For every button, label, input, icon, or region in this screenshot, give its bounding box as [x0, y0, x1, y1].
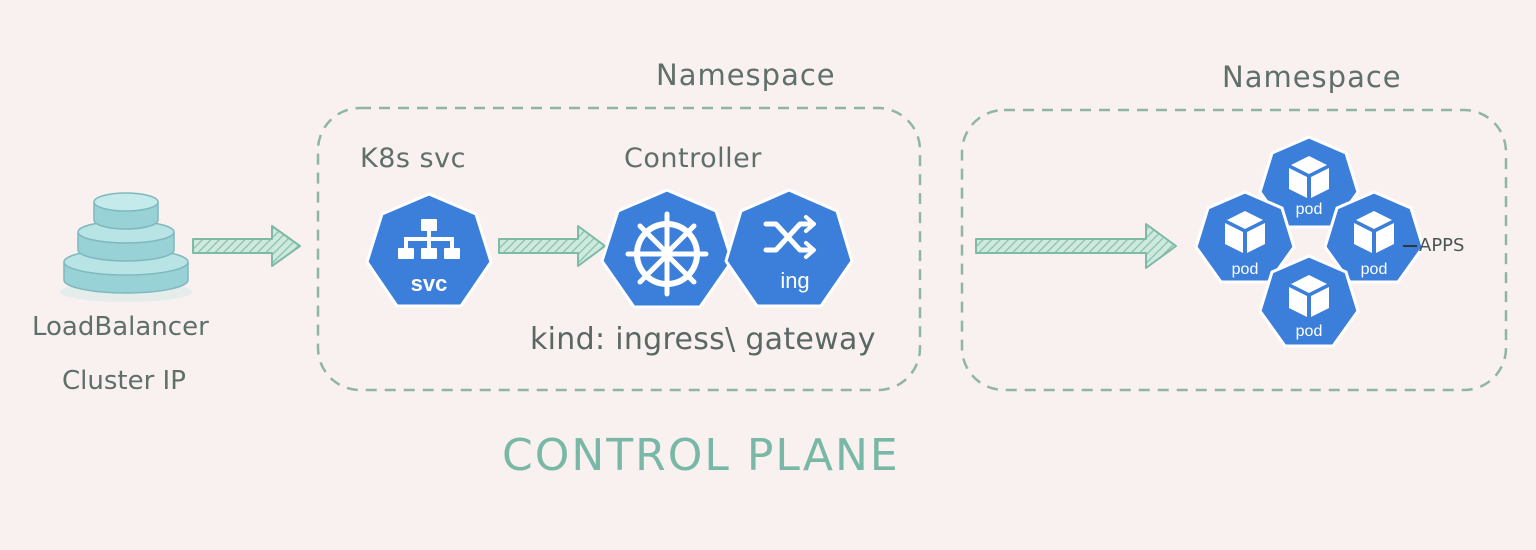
- arrow-svc-to-controller: [498, 225, 606, 267]
- control-plane-label: CONTROL PLANE: [502, 430, 900, 481]
- pod-right: pod: [1323, 190, 1425, 284]
- svc-heptagon: svc: [365, 192, 493, 308]
- pod-badge-text: pod: [1361, 261, 1388, 278]
- controller-heptagon: [600, 188, 734, 309]
- ingress-heptagon: ing: [724, 188, 854, 308]
- namespace-left-title: Namespace: [656, 58, 836, 92]
- kind-ingress-gateway-label: kind: ingress\ gateway: [530, 322, 876, 357]
- namespace-box-left: [316, 106, 922, 392]
- namespace-box-right: [960, 108, 1508, 392]
- ingress-badge-text: ing: [780, 268, 809, 293]
- cluster-ip-label: Cluster IP: [62, 366, 186, 396]
- shuffle-icon: [763, 215, 816, 259]
- pod-bottom: pod: [1258, 254, 1360, 348]
- pod-left: pod: [1194, 190, 1296, 284]
- arrow-lb-to-svc: [192, 225, 301, 267]
- stacked-disks-icon: [60, 192, 192, 302]
- apps-label: APPS: [1419, 235, 1465, 256]
- loadbalancer-label: LoadBalancer: [32, 312, 209, 342]
- kubernetes-helm-icon: [625, 211, 709, 297]
- arrow-controller-to-pods: [975, 223, 1177, 269]
- cube-icon: [1289, 156, 1329, 198]
- pod-top: pod: [1258, 135, 1360, 229]
- cube-icon: [1354, 211, 1394, 253]
- pod-badge-text: pod: [1296, 201, 1323, 218]
- k8s-svc-label: K8s svc: [360, 143, 466, 174]
- namespace-right-title: Namespace: [1222, 60, 1402, 94]
- svc-badge-text: svc: [411, 271, 448, 296]
- pod-badge-text: pod: [1296, 323, 1323, 340]
- cube-icon: [1289, 275, 1329, 317]
- controller-label: Controller: [624, 143, 762, 174]
- pod-badge-text: pod: [1232, 261, 1259, 278]
- cube-icon: [1225, 211, 1265, 253]
- network-hierarchy-icon: [398, 219, 460, 259]
